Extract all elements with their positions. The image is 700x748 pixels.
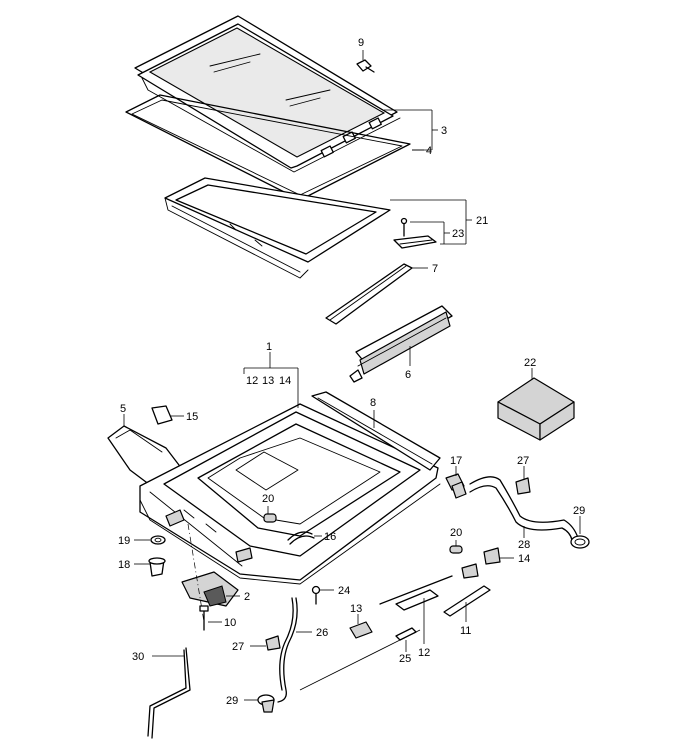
lid-seal bbox=[125, 94, 411, 201]
callout-5: 5 bbox=[120, 403, 126, 415]
pin-25 bbox=[395, 627, 417, 641]
cross-rail bbox=[311, 391, 441, 471]
callout-29-front: 29 bbox=[226, 695, 238, 707]
callout-15: 15 bbox=[186, 411, 198, 423]
callout-27-front: 27 bbox=[232, 641, 244, 653]
callout-26: 26 bbox=[316, 627, 328, 639]
callout-25: 25 bbox=[399, 653, 411, 665]
cable-guide bbox=[443, 585, 491, 617]
callout-30: 30 bbox=[132, 651, 144, 663]
callout-16: 16 bbox=[324, 531, 336, 543]
callout-10: 10 bbox=[224, 617, 236, 629]
callout-8: 8 bbox=[370, 397, 376, 409]
callout-14-top: 14 bbox=[279, 375, 291, 387]
callout-9: 9 bbox=[358, 37, 364, 49]
callout-24: 24 bbox=[338, 585, 350, 597]
slider-13 bbox=[349, 621, 373, 639]
buffer-right bbox=[449, 545, 463, 554]
screw-24 bbox=[311, 585, 321, 605]
callout-20-right: 20 bbox=[450, 527, 462, 539]
relay-17 bbox=[445, 473, 467, 499]
buffer-left bbox=[263, 513, 277, 523]
sunroof-frame bbox=[139, 403, 441, 585]
hose-clip-rear bbox=[515, 477, 531, 495]
callout-19: 19 bbox=[118, 535, 130, 547]
callout-21: 21 bbox=[476, 215, 488, 227]
callout-7: 7 bbox=[432, 263, 438, 275]
lid-frame bbox=[164, 177, 391, 279]
drain-hose-rear bbox=[469, 476, 579, 541]
callout-2: 2 bbox=[244, 591, 250, 603]
washer bbox=[150, 535, 166, 545]
drain-hose-short bbox=[287, 531, 315, 545]
glass-lid bbox=[134, 15, 401, 173]
callout-28: 28 bbox=[518, 539, 530, 551]
grommet-rear bbox=[570, 535, 590, 549]
drain-hose-front bbox=[277, 597, 298, 703]
grommet-front bbox=[257, 694, 275, 713]
callout-22: 22 bbox=[524, 357, 536, 369]
callout-17: 17 bbox=[450, 455, 462, 467]
callout-13: 13 bbox=[350, 603, 362, 615]
leader-lines bbox=[123, 50, 581, 701]
callout-labels: 9 3 4 21 23 7 6 1 12 13 14 22 8 5 15 17 … bbox=[118, 37, 585, 707]
callout-4: 4 bbox=[426, 145, 432, 157]
callout-14: 14 bbox=[518, 553, 530, 565]
callout-12: 12 bbox=[418, 647, 430, 659]
connector-14 bbox=[461, 547, 501, 579]
callout-23: 23 bbox=[452, 228, 464, 240]
hose-clip-front bbox=[265, 635, 281, 651]
callout-29-rear: 29 bbox=[573, 505, 585, 517]
callout-12-top: 12 bbox=[246, 375, 258, 387]
callout-20-left: 20 bbox=[262, 493, 274, 505]
callout-13-top: 13 bbox=[262, 375, 274, 387]
mounting-bolt bbox=[148, 557, 166, 577]
motor-screw bbox=[199, 605, 209, 631]
callout-6: 6 bbox=[405, 369, 411, 381]
screw-9 bbox=[356, 59, 375, 73]
callout-27-rear: 27 bbox=[517, 455, 529, 467]
sealant-box bbox=[497, 377, 575, 441]
drive-motor bbox=[181, 523, 239, 623]
emergency-crank bbox=[147, 647, 191, 739]
callout-3: 3 bbox=[441, 125, 447, 137]
frame-bracket bbox=[393, 217, 437, 249]
callout-11: 11 bbox=[460, 625, 471, 637]
guide-rail bbox=[349, 305, 453, 383]
sealing-strip bbox=[151, 405, 173, 425]
callout-1: 1 bbox=[266, 341, 272, 353]
deflector-rail bbox=[325, 263, 413, 325]
callout-18: 18 bbox=[118, 559, 130, 571]
